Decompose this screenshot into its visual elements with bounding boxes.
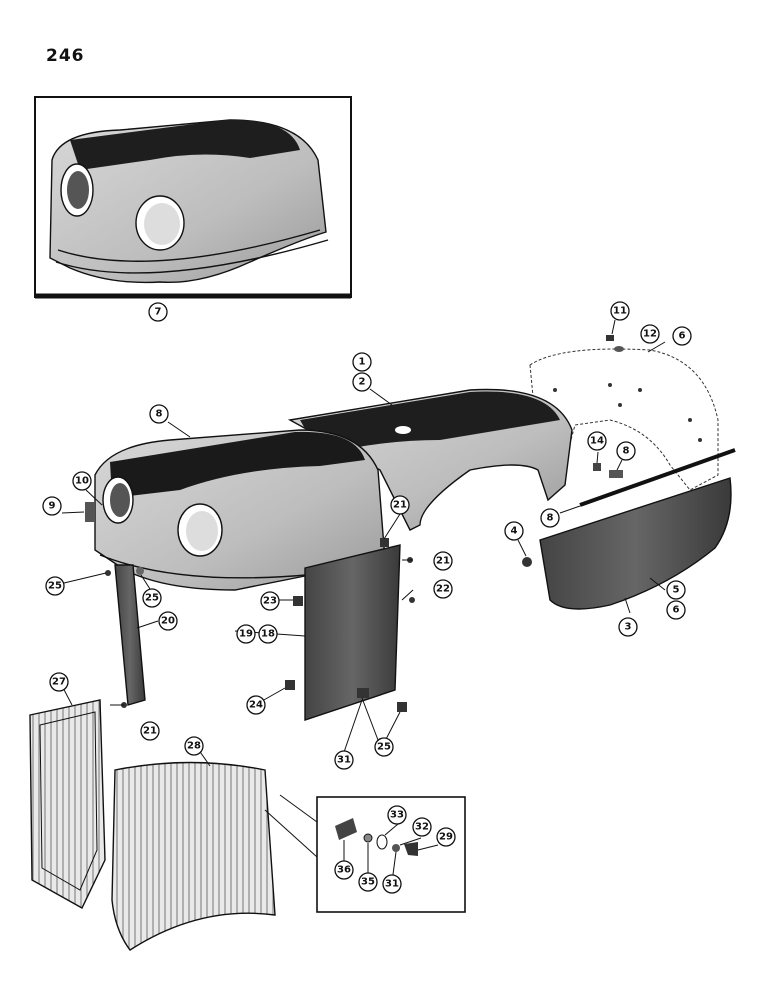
callout: 33 bbox=[387, 805, 407, 825]
callout: 3 bbox=[618, 617, 638, 637]
page-number: 246 bbox=[46, 46, 85, 66]
callout: 20 bbox=[158, 611, 178, 631]
callout-label: 6 bbox=[679, 331, 686, 342]
callout-label: 8 bbox=[547, 513, 554, 524]
callout: 14 bbox=[587, 431, 607, 451]
callout-label: 23 bbox=[263, 596, 277, 607]
left-support-strip bbox=[114, 564, 146, 706]
callout: 25 bbox=[374, 737, 394, 757]
callout-label: 33 bbox=[390, 810, 404, 821]
callout-label: 7 bbox=[155, 307, 162, 318]
callout: 31 bbox=[382, 874, 402, 894]
callout: 2 bbox=[352, 372, 372, 392]
callout: 24 bbox=[246, 695, 266, 715]
callout: 21 bbox=[140, 721, 160, 741]
callout-label: 21 bbox=[436, 556, 450, 567]
callout-label: 24 bbox=[249, 700, 263, 711]
callout-label: 1 bbox=[359, 357, 366, 368]
right-support-panel bbox=[304, 544, 401, 721]
callout: 21 bbox=[390, 495, 410, 515]
callout-label: 10 bbox=[75, 476, 89, 487]
callout-label: 12 bbox=[643, 329, 657, 340]
callout: 23 bbox=[260, 591, 280, 611]
leader-lines bbox=[59, 319, 666, 883]
callout: 10 bbox=[72, 471, 92, 491]
callout-label: 25 bbox=[48, 581, 62, 592]
callout: 5 bbox=[666, 580, 686, 600]
callout-label: 2 bbox=[359, 377, 366, 388]
callout: 6 bbox=[666, 600, 686, 620]
callout: 1 bbox=[352, 352, 372, 372]
callout-label: 9 bbox=[49, 501, 56, 512]
fastener-detail-box bbox=[264, 794, 466, 913]
callout: 27 bbox=[49, 672, 69, 692]
callout-label: 29 bbox=[439, 832, 453, 843]
side-rod bbox=[579, 448, 736, 507]
callout: 9 bbox=[42, 496, 62, 516]
callout: 25 bbox=[45, 576, 65, 596]
center-hood bbox=[287, 388, 573, 531]
callout: 8 bbox=[540, 508, 560, 528]
callout: 36 bbox=[334, 860, 354, 880]
front-grille-frame bbox=[29, 699, 106, 909]
callout-label: 22 bbox=[436, 584, 450, 595]
callout: 25 bbox=[142, 588, 162, 608]
callout: 18 bbox=[258, 624, 278, 644]
callout: 11 bbox=[610, 301, 630, 321]
callout-label: 3 bbox=[625, 622, 632, 633]
rear-hood-section bbox=[529, 348, 719, 491]
callout-label: 14 bbox=[590, 436, 604, 447]
callout-label: 18 bbox=[261, 629, 275, 640]
callout-label: 21 bbox=[143, 726, 157, 737]
callout-label: 36 bbox=[337, 865, 351, 876]
callout: 32 bbox=[412, 817, 432, 837]
callout-label: 27 bbox=[52, 677, 66, 688]
callout: 31 bbox=[334, 750, 354, 770]
callout: 19 bbox=[236, 624, 256, 644]
callout-label: 20 bbox=[161, 616, 175, 627]
callout: 7 bbox=[148, 302, 168, 322]
callout: 8 bbox=[616, 441, 636, 461]
callout-label: 5 bbox=[673, 585, 680, 596]
callout: 4 bbox=[504, 521, 524, 541]
callout-label: 8 bbox=[623, 446, 630, 457]
callout: 28 bbox=[184, 736, 204, 756]
callout: 6 bbox=[672, 326, 692, 346]
callout: 8 bbox=[149, 404, 169, 424]
side-panel bbox=[539, 477, 732, 610]
callout-label: 25 bbox=[377, 742, 391, 753]
callout-label: 4 bbox=[511, 526, 518, 537]
callout: 12 bbox=[640, 324, 660, 344]
callout-label: 19 bbox=[239, 629, 253, 640]
callout-label: 31 bbox=[337, 755, 351, 766]
inset-hood-assembly bbox=[34, 96, 352, 299]
callout-label: 32 bbox=[415, 822, 429, 833]
callout: 29 bbox=[436, 827, 456, 847]
side-grille bbox=[111, 761, 276, 951]
callout-label: 25 bbox=[145, 593, 159, 604]
callout: 35 bbox=[358, 872, 378, 892]
callout-label: 31 bbox=[385, 879, 399, 890]
callout-label: 21 bbox=[393, 500, 407, 511]
callout-label: 6 bbox=[673, 605, 680, 616]
callout-label: 28 bbox=[187, 741, 201, 752]
callout-label: 11 bbox=[613, 306, 627, 317]
callout: 21 bbox=[433, 551, 453, 571]
callout-label: 35 bbox=[361, 877, 375, 888]
hardware-parts bbox=[85, 335, 624, 712]
callout-label: 8 bbox=[156, 409, 163, 420]
callout: 22 bbox=[433, 579, 453, 599]
